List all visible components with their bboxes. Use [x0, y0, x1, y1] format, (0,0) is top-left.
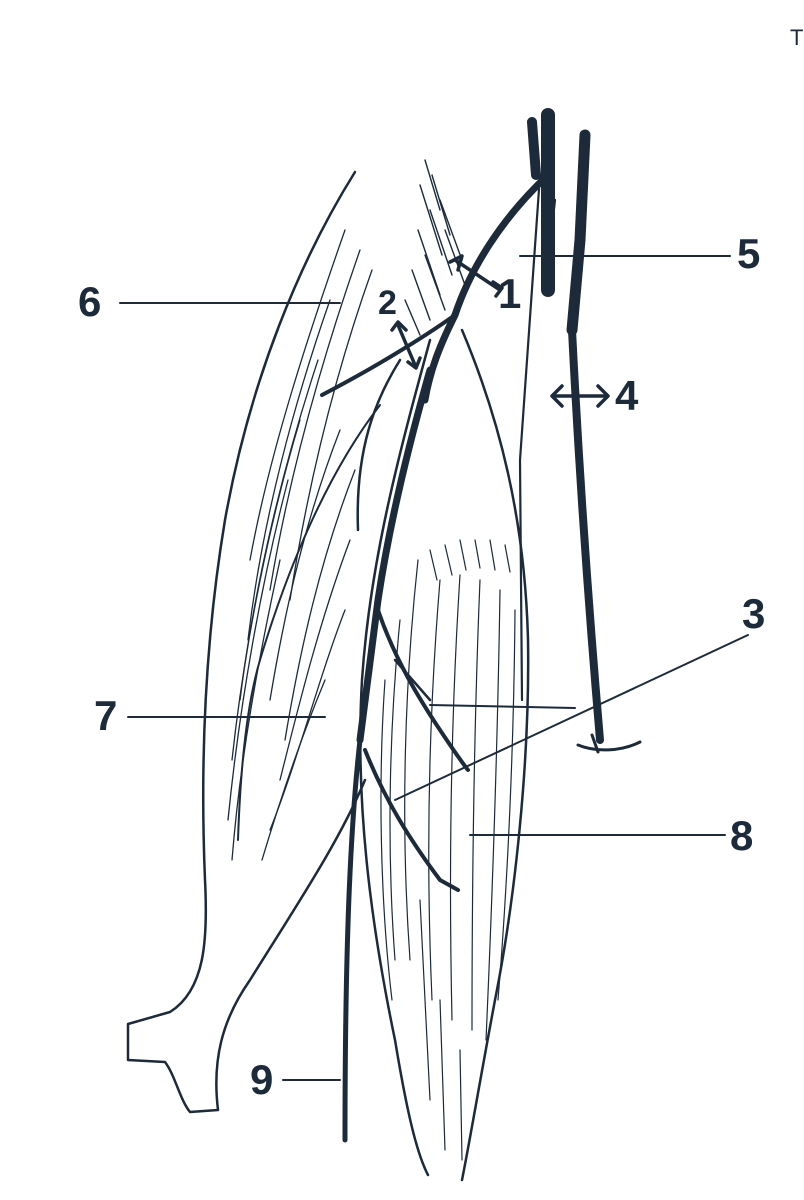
main-nerve — [320, 171, 552, 1143]
label-8: 8 — [730, 812, 753, 859]
label-3: 3 — [742, 590, 765, 637]
marker-4 — [550, 384, 610, 408]
label-1: 1 — [498, 270, 521, 317]
marker-2 — [390, 320, 422, 370]
outer-muscle — [126, 170, 381, 1114]
leader-lines — [119, 255, 749, 1081]
label-9: 9 — [250, 1056, 273, 1103]
hatched-origin — [404, 159, 466, 336]
label-6: 6 — [78, 278, 101, 325]
label-5: 5 — [737, 230, 760, 277]
spindle-muscle — [359, 328, 530, 1182]
label-7: 7 — [94, 692, 117, 739]
corner-mark: T — [790, 25, 803, 50]
marker-1 — [448, 254, 504, 298]
label-4: 4 — [615, 372, 639, 419]
upper-trunks — [527, 108, 642, 754]
label-2: 2 — [378, 284, 397, 322]
